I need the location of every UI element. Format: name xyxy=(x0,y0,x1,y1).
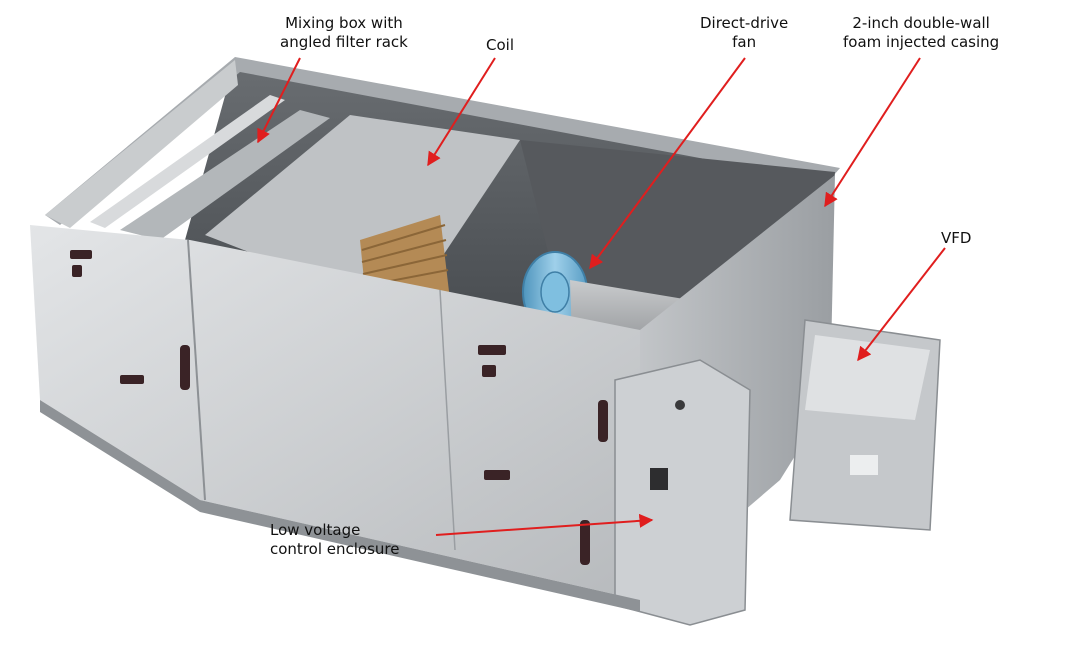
callout-mixing-box-line-2: angled filter rack xyxy=(280,33,408,51)
casing-front-panel xyxy=(30,225,640,600)
callout-mixing-box-line-1: Mixing box with xyxy=(285,14,403,32)
vfd-label-plate xyxy=(850,455,878,475)
callout-fan-line-1: Direct-drive xyxy=(700,14,789,32)
filter-rack-bar xyxy=(90,95,285,228)
callout-control-enclosure-line-2: control enclosure xyxy=(270,540,400,558)
callout-arrows xyxy=(257,57,946,536)
control-switch xyxy=(650,468,668,490)
callout-fan: Direct-drive fan xyxy=(700,14,788,52)
arrow-coil xyxy=(427,57,496,167)
arrow-mixing-box xyxy=(257,57,301,144)
callout-casing-line-1: 2-inch double-wall xyxy=(852,14,990,32)
cabinet-top-rim xyxy=(45,57,840,225)
callout-fan-line-2: fan xyxy=(732,33,757,51)
callout-control-enclosure: Low voltage control enclosure xyxy=(270,521,399,559)
vfd-lid xyxy=(805,335,930,420)
arrow-casing xyxy=(824,57,921,208)
callout-casing-line-2: foam injected casing xyxy=(843,33,1000,51)
arrow-fan xyxy=(589,57,746,270)
callout-coil-line-1: Coil xyxy=(486,36,514,54)
callout-vfd: VFD xyxy=(941,229,971,248)
fan-wheel-hub xyxy=(540,271,570,313)
door-hardware xyxy=(70,250,608,565)
arrow-control-enclosure xyxy=(435,513,654,536)
door-seam-left xyxy=(187,239,206,501)
callout-vfd-line-1: VFD xyxy=(941,229,972,247)
control-knock-out xyxy=(675,400,685,410)
door-seam-mid xyxy=(439,289,456,551)
callout-casing: 2-inch double-wall foam injected casing xyxy=(843,14,999,52)
control-enclosure-box xyxy=(614,359,751,626)
filter-rack xyxy=(120,110,330,240)
callout-control-enclosure-line-1: Low voltage xyxy=(270,521,361,539)
arrow-vfd xyxy=(857,247,946,362)
base-rail xyxy=(40,400,640,612)
callout-mixing-box: Mixing box with angled filter rack xyxy=(280,14,408,52)
mixing-box-frame xyxy=(45,60,238,228)
callout-coil: Coil xyxy=(486,36,514,55)
